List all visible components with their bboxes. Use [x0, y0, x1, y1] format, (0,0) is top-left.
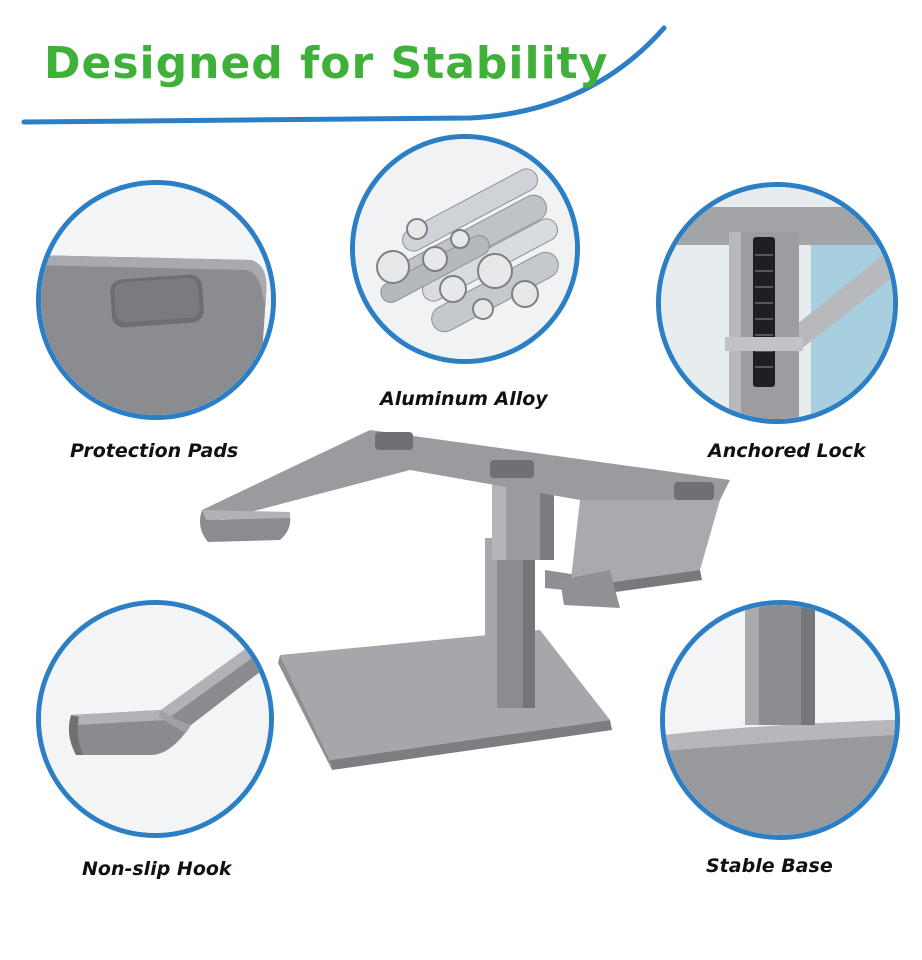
non-slip-hook-image — [41, 605, 269, 833]
aluminum-alloy-circle — [350, 134, 580, 364]
non-slip-hook-label: Non-slip Hook — [82, 858, 232, 880]
protection-pads-circle — [36, 180, 276, 420]
protection-pads-label: Protection Pads — [70, 440, 239, 462]
header-swoosh — [21, 25, 667, 125]
stable-base-label: Stable Base — [706, 855, 833, 877]
anchored-lock-image — [661, 187, 893, 419]
headline: Designed for Stability — [44, 38, 609, 89]
anchored-lock-circle — [656, 182, 898, 424]
anchored-lock-label: Anchored Lock — [708, 440, 866, 462]
protection-pads-image — [41, 185, 271, 415]
aluminum-rods-image — [355, 139, 575, 359]
stable-base-circle — [660, 600, 900, 840]
non-slip-hook-circle — [36, 600, 274, 838]
stable-base-image — [665, 605, 895, 835]
aluminum-alloy-label: Aluminum Alloy — [380, 388, 548, 410]
laptop-stand-image — [200, 430, 730, 770]
